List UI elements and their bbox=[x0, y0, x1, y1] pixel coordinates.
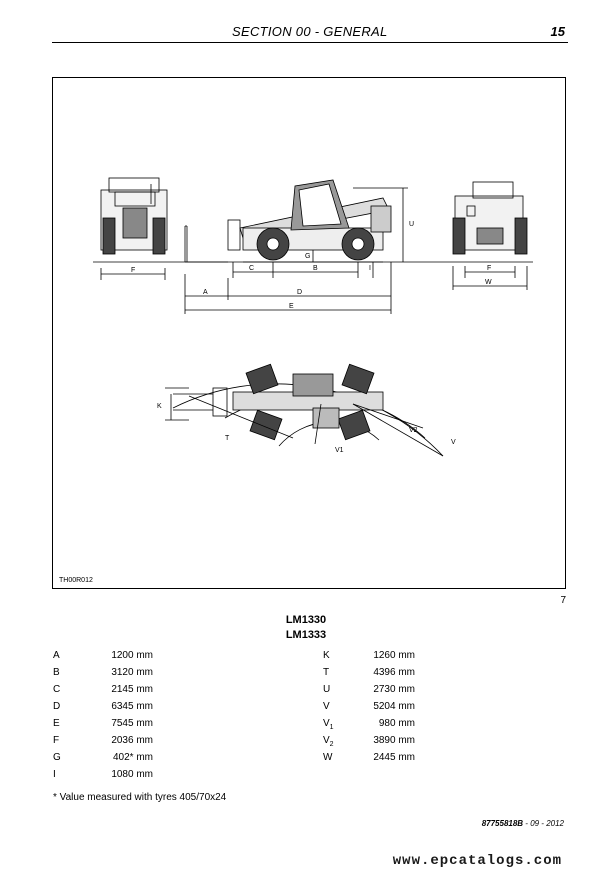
spec-key: A bbox=[53, 650, 60, 661]
spec-row: W 2445 mm bbox=[323, 752, 415, 769]
front-view-drawing bbox=[100, 177, 168, 255]
header-divider bbox=[52, 42, 568, 43]
spec-table-left: A 1200 mm B 3120 mm C 2145 mm D 6345 mm E 754… bbox=[53, 650, 153, 786]
spec-value: 2445 mm bbox=[373, 752, 415, 763]
top-view-drawing bbox=[165, 363, 444, 457]
spec-row: I 1080 mm bbox=[53, 769, 153, 786]
figure-number: 7 bbox=[560, 595, 566, 606]
dim-label-e: E bbox=[289, 303, 294, 310]
model-names: LM1330 LM1333 bbox=[0, 613, 612, 643]
spec-value: 7545 mm bbox=[111, 718, 153, 729]
rear-view-drawing bbox=[452, 181, 528, 255]
spec-value: 3890 mm bbox=[373, 735, 415, 746]
spec-value: 2145 mm bbox=[111, 684, 153, 695]
dim-label-a: A bbox=[203, 289, 208, 296]
document-number: 87755818B bbox=[481, 819, 524, 828]
spec-table-right: K 1260 mm T 4396 mm U 2730 mm V 5204 mm V1 98… bbox=[323, 650, 415, 769]
spec-key: E bbox=[53, 718, 60, 729]
spec-value: 4396 mm bbox=[373, 667, 415, 678]
spec-row: A 1200 mm bbox=[53, 650, 153, 667]
spec-row: U 2730 mm bbox=[323, 684, 415, 701]
spec-row: C 2145 mm bbox=[53, 684, 153, 701]
dim-label-u: U bbox=[409, 221, 414, 228]
spec-value: 6345 mm bbox=[111, 701, 153, 712]
section-title: SECTION 00 - GENERAL bbox=[232, 24, 388, 39]
footnote: * Value measured with tyres 405/70x24 bbox=[53, 792, 227, 803]
spec-key: B bbox=[53, 667, 60, 678]
spec-value: 1260 mm bbox=[373, 650, 415, 661]
dim-label-t: T bbox=[225, 435, 230, 442]
spec-value: 2730 mm bbox=[373, 684, 415, 695]
dim-label-v: V bbox=[451, 439, 456, 446]
dim-label-d: D bbox=[297, 289, 302, 296]
spec-row: B 3120 mm bbox=[53, 667, 153, 684]
spec-row: V 5204 mm bbox=[323, 701, 415, 718]
dimension-figure: F G U C B I A D E F W K T V1 V2 V TH00R0… bbox=[52, 77, 566, 589]
spec-row: V2 3890 mm bbox=[323, 735, 415, 752]
spec-key: I bbox=[53, 769, 56, 780]
dim-label-v2: V2 bbox=[409, 427, 418, 434]
spec-key: C bbox=[53, 684, 61, 695]
model-name: LM1333 bbox=[285, 629, 327, 641]
dim-label-b: B bbox=[313, 265, 318, 272]
spec-key: U bbox=[323, 684, 331, 695]
spec-value: 2036 mm bbox=[111, 735, 153, 746]
spec-row: K 1260 mm bbox=[323, 650, 415, 667]
dim-label-k: K bbox=[157, 403, 162, 410]
spec-key: F bbox=[53, 735, 60, 746]
dim-label-c: C bbox=[249, 265, 254, 272]
document-code: 87755818B - 09 - 2012 bbox=[482, 819, 564, 828]
spec-row: T 4396 mm bbox=[323, 667, 415, 684]
spec-key: V1 bbox=[323, 718, 334, 731]
spec-row: V1 980 mm bbox=[323, 718, 415, 735]
model-name: LM1330 bbox=[285, 614, 327, 626]
dim-label-w: W bbox=[485, 279, 492, 286]
dim-label-f-front: F bbox=[131, 267, 135, 274]
spec-value: 3120 mm bbox=[111, 667, 153, 678]
spec-key: K bbox=[323, 650, 330, 661]
side-view-drawing bbox=[184, 179, 392, 263]
spec-key: V bbox=[323, 701, 330, 712]
watermark-link[interactable]: www.epcatalogs.com bbox=[392, 853, 562, 869]
spec-row: F 2036 mm bbox=[53, 735, 153, 752]
spec-value: 5204 mm bbox=[373, 701, 415, 712]
spec-row: G 402* mm bbox=[53, 752, 153, 769]
spec-key: D bbox=[53, 701, 61, 712]
spec-value: 980 mm bbox=[378, 718, 415, 729]
spec-value: 402* mm bbox=[112, 752, 153, 763]
spec-row: E 7545 mm bbox=[53, 718, 153, 735]
dim-label-i: I bbox=[369, 265, 371, 272]
dim-label-f-rear: F bbox=[487, 265, 491, 272]
spec-key: W bbox=[323, 752, 333, 763]
page-number: 15 bbox=[550, 24, 565, 39]
figure-code: TH00R012 bbox=[59, 577, 93, 584]
dim-label-g: G bbox=[305, 253, 310, 260]
document-date: - 09 - 2012 bbox=[523, 819, 564, 828]
spec-key: V2 bbox=[323, 735, 334, 748]
spec-value: 1080 mm bbox=[111, 769, 153, 780]
spec-key: T bbox=[323, 667, 330, 678]
spec-key: G bbox=[53, 752, 61, 763]
dim-label-v1: V1 bbox=[335, 447, 344, 454]
spec-row: D 6345 mm bbox=[53, 701, 153, 718]
spec-value: 1200 mm bbox=[111, 650, 153, 661]
telehandler-drawing: F G U C B I A D E F W K T V1 V2 V bbox=[93, 177, 533, 457]
